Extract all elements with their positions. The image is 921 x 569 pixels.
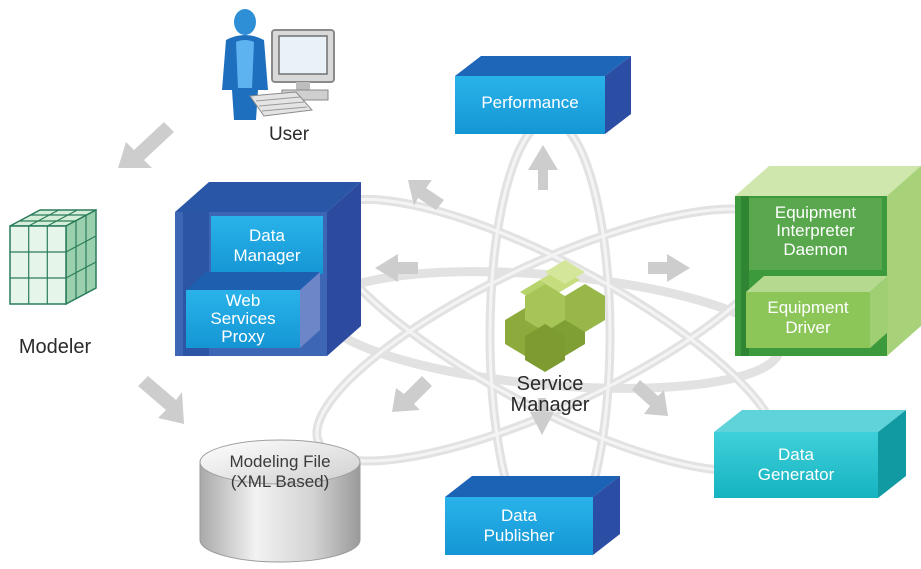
equipment-interpreter-daemon-label: Equipment Interpreter Daemon	[774, 203, 857, 259]
service-manager-cross-icon	[505, 260, 605, 372]
arrow-modeler-to-file-icon	[138, 376, 184, 424]
equipment-block	[735, 166, 921, 356]
equipment-driver-label: Equipment Driver	[767, 298, 849, 337]
modeling-file-label: Modeling File (XML Based)	[229, 452, 331, 491]
arrow-down-icon	[530, 398, 554, 435]
data-publisher-box	[445, 476, 620, 555]
modeling-file-cylinder	[199, 439, 361, 563]
data-publisher-label: Data Publisher	[483, 506, 555, 545]
performance-box	[455, 56, 631, 134]
arrow-downright-icon	[632, 380, 668, 416]
modeler-cube-icon	[9, 208, 97, 306]
arrow-up-icon	[528, 145, 558, 190]
web-services-proxy-label: Web Services Proxy	[210, 291, 276, 346]
user-label: User	[268, 124, 310, 145]
arrow-downleft-icon	[392, 376, 432, 412]
performance-label: Performance	[481, 93, 579, 112]
arrow-left-icon	[375, 254, 418, 282]
data-generator-label: Data Generator	[757, 445, 835, 484]
data-generator-box	[714, 410, 906, 498]
modeler-label: Modeler	[18, 336, 92, 358]
arrow-upleft-icon	[408, 180, 444, 210]
service-manager-label: Service Manager	[510, 373, 590, 416]
data-manager-block	[175, 182, 361, 356]
arrow-right-icon	[648, 254, 690, 282]
user-icon	[222, 9, 335, 120]
arrow-user-to-modeler-icon	[118, 122, 174, 168]
flow-arrows	[118, 122, 690, 435]
data-manager-label: Data Manager	[233, 226, 301, 265]
